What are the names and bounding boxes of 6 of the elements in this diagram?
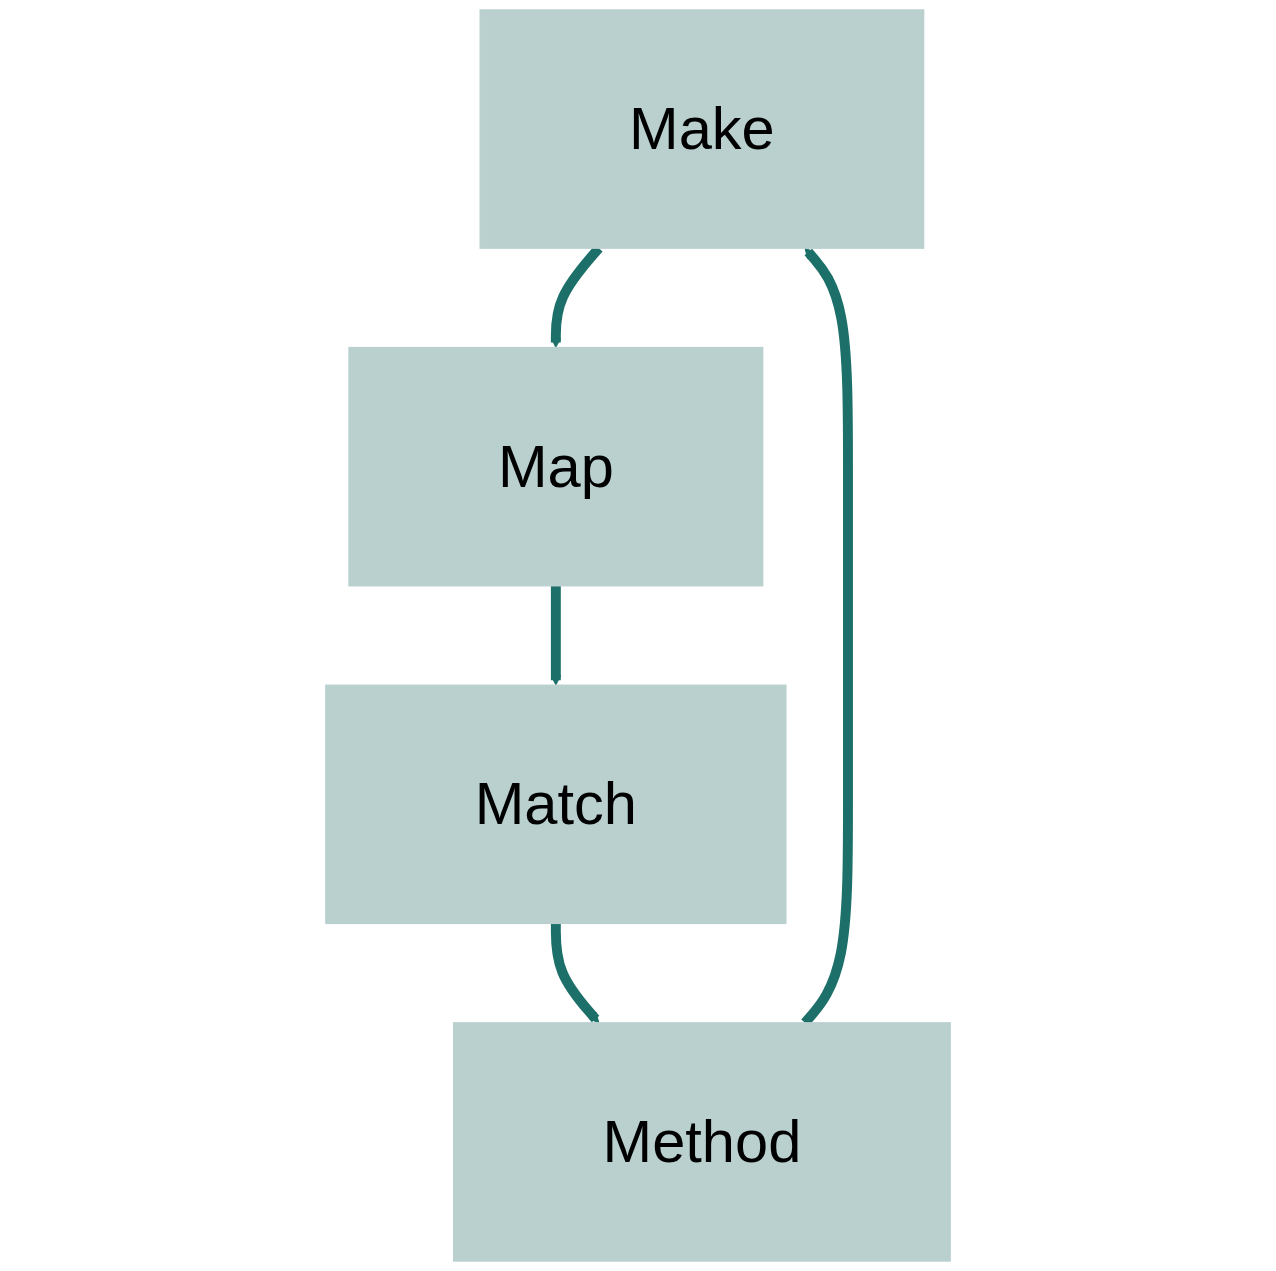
arrow — [550, 923, 600, 1024]
node-box: Match — [325, 684, 787, 925]
node-box: Method — [453, 1022, 951, 1262]
arrow — [550, 585, 562, 686]
node-box: Map — [348, 346, 764, 587]
node-box: Make — [479, 9, 925, 249]
